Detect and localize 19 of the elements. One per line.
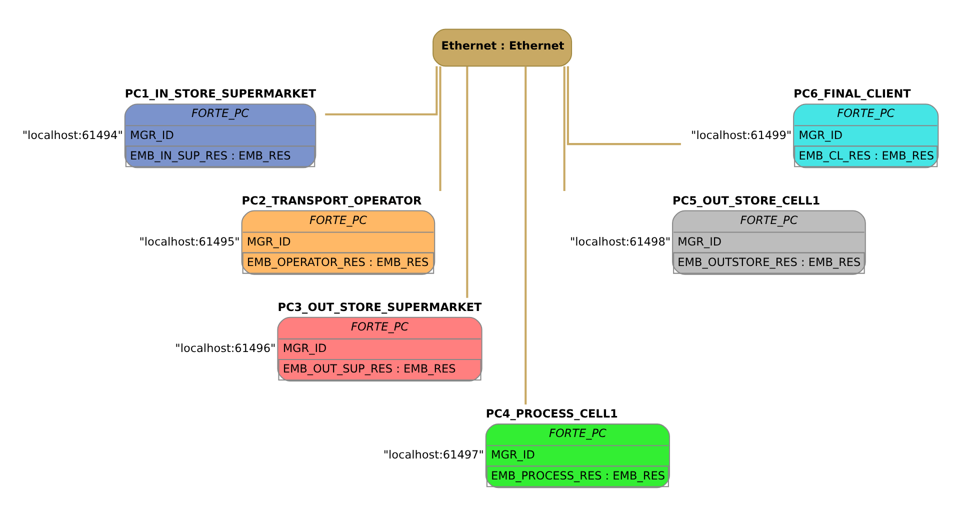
node-box: Ethernet : Ethernet [432,28,572,67]
connector [566,66,680,146]
connector [562,66,565,191]
connector [466,66,468,298]
connector [324,66,438,116]
node-label: "localhost:61499" [690,128,792,142]
node-label: PC4_PROCESS_CELL1 [485,408,618,421]
connector [524,66,526,404]
node-label: PC1_IN_STORE_SUPERMARKET [124,88,316,101]
node-label: PC5_OUT_STORE_CELL1 [672,194,820,208]
node-label: "localhost:61497" [382,448,484,462]
node-label: "localhost:61495" [138,235,240,248]
node-label: PC3_OUT_STORE_SUPERMARKET [277,301,482,314]
node-label: "localhost:61498" [569,235,670,248]
connector [438,66,441,191]
node-label: PC6_FINAL_CLIENT [793,88,910,101]
node-label: "localhost:61496" [174,342,276,356]
node-label: "localhost:61494" [22,128,122,142]
node-label: PC2_TRANSPORT_OPERATOR [241,194,422,208]
